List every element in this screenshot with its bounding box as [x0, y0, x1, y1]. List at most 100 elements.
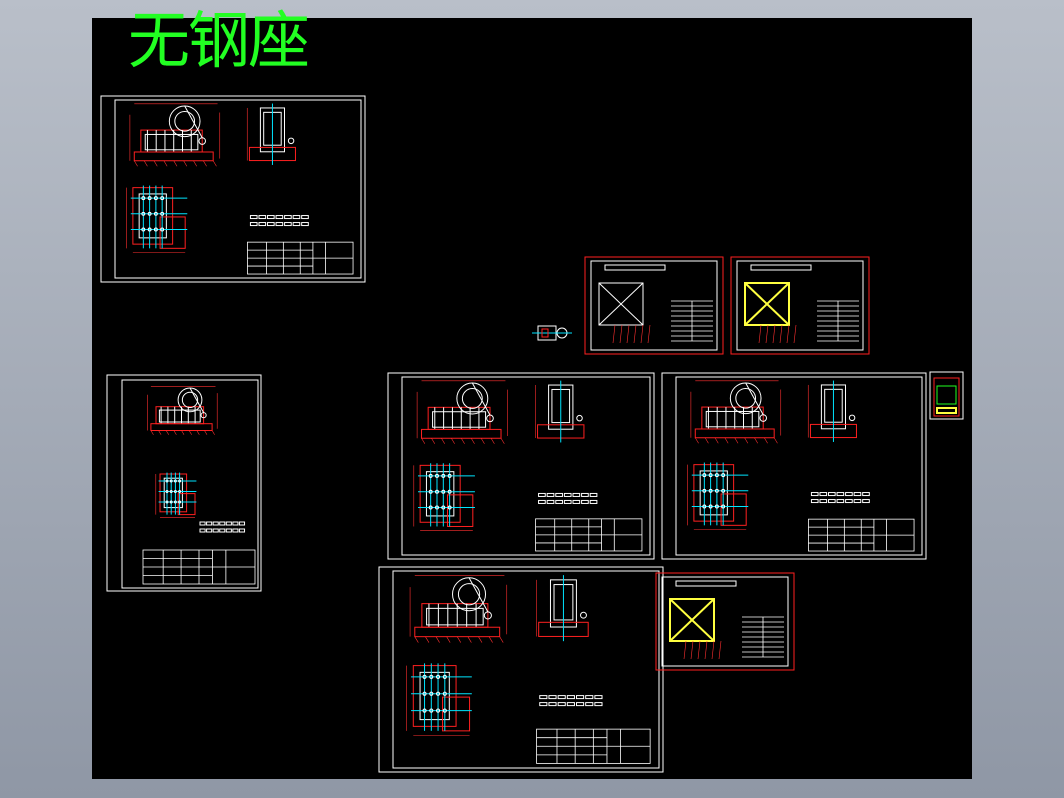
- cad-model-space[interactable]: [92, 18, 972, 779]
- foundation-hatch: [183, 160, 188, 167]
- motor-pulley: [200, 412, 207, 419]
- note-glyph: [589, 492, 598, 497]
- sheet-frame: [121, 379, 259, 589]
- sheet-border: [730, 256, 870, 355]
- flywheel-hub: [461, 388, 483, 409]
- note-glyph: [572, 492, 581, 497]
- foundation-hatch: [431, 438, 436, 444]
- anchor-bolt-icon: [442, 674, 447, 679]
- note-glyph: [275, 215, 284, 220]
- small-detail: [936, 385, 957, 405]
- note-glyph: [555, 499, 563, 504]
- detail-leader: [633, 324, 637, 344]
- anchor-bolt-icon: [435, 505, 439, 510]
- foundation-hatch: [425, 636, 430, 643]
- plan-motor-base: [447, 494, 474, 527]
- foundation-hatch: [203, 160, 207, 167]
- note-glyph: [258, 222, 267, 227]
- anchor-bolt-icon: [721, 504, 726, 509]
- anchor-bolt-icon: [721, 473, 726, 478]
- note-glyph: [836, 492, 845, 497]
- plan-foundation: [693, 464, 735, 522]
- foundation-hatch: [478, 636, 483, 643]
- detail-leader: [772, 324, 776, 344]
- ga-sheet-1: [100, 95, 366, 283]
- sheet-frame: [933, 377, 960, 417]
- sheet-border: [655, 572, 795, 671]
- note-glyph: [546, 492, 555, 497]
- note-glyph: [566, 695, 575, 700]
- note-glyph: [199, 528, 206, 533]
- note-glyph: [275, 222, 284, 227]
- sheet-border: [929, 371, 964, 420]
- flywheel-hub: [735, 387, 757, 409]
- anchor-bolt-icon: [178, 500, 182, 504]
- foundation-hatch: [150, 430, 154, 435]
- detail-ruler: [604, 264, 666, 271]
- frame-body: [427, 406, 491, 430]
- foundation-hatch: [480, 438, 485, 444]
- note-glyph: [292, 222, 301, 227]
- foundation-hatch: [734, 437, 739, 444]
- foundation-slab: [694, 428, 775, 439]
- detail-ruler: [750, 264, 812, 271]
- note-glyph: [538, 492, 546, 497]
- note-glyph: [555, 492, 563, 497]
- note-glyph: [267, 215, 275, 220]
- note-glyph: [546, 499, 555, 504]
- small-sheet: [929, 371, 964, 420]
- detail-ruler: [675, 580, 737, 587]
- note-glyph: [206, 521, 213, 526]
- detail-leader: [690, 640, 694, 660]
- foundation-hatch: [211, 430, 215, 435]
- sheet-frame: [661, 576, 789, 667]
- anchor-bolt-icon: [173, 490, 177, 493]
- belt-line: [471, 382, 491, 416]
- plan-foundation: [159, 473, 188, 513]
- plan-frame: [419, 671, 450, 721]
- anchor-bolt-icon: [165, 500, 169, 504]
- plan-motor-base: [442, 696, 471, 732]
- anchor-bolt-icon: [435, 708, 441, 713]
- anchor-bolt-icon: [441, 489, 446, 494]
- note-glyph: [232, 528, 239, 533]
- foundation-hatch: [461, 438, 465, 444]
- plan-foundation: [132, 187, 174, 245]
- note-glyph: [853, 492, 862, 497]
- anchor-bolt-icon: [435, 473, 439, 478]
- detail-leader: [765, 324, 769, 344]
- foundation-hatch: [204, 430, 208, 435]
- note-glyph: [249, 222, 258, 227]
- anchor-bolt-icon: [141, 196, 146, 201]
- foundation-slab: [133, 151, 214, 162]
- note-glyph: [557, 695, 566, 700]
- anchor-bolt-icon: [714, 473, 719, 478]
- ga-sheet-4: [661, 372, 927, 560]
- foundation-hatch: [188, 430, 192, 435]
- anchor-bolt-icon: [429, 674, 434, 679]
- sheet-frame: [675, 376, 923, 556]
- sheet-frame: [401, 376, 651, 556]
- note-glyph: [585, 702, 594, 707]
- frame-inner: [426, 607, 484, 626]
- ga-sheet-2: [106, 374, 262, 592]
- belt-line: [184, 105, 203, 138]
- anchor-bolt-icon: [153, 211, 158, 216]
- note-glyph: [249, 215, 258, 220]
- plan-frame: [425, 471, 455, 517]
- note-glyph: [557, 702, 566, 707]
- note-glyph: [548, 695, 557, 700]
- anchor-bolt-icon: [153, 227, 158, 232]
- anchor-bolt-icon: [435, 691, 441, 696]
- foundation-hatch: [714, 437, 719, 444]
- note-glyph: [594, 702, 603, 707]
- ga-sheet-5: [378, 566, 664, 773]
- flywheel-hub: [457, 583, 481, 606]
- sheet-border: [661, 372, 927, 560]
- foundation-hatch: [421, 438, 426, 444]
- anchor-bolt-icon: [435, 674, 441, 679]
- note-glyph: [238, 521, 246, 526]
- drawing-title: 无钢座: [128, 4, 310, 77]
- anchor-bolt-icon: [422, 691, 427, 696]
